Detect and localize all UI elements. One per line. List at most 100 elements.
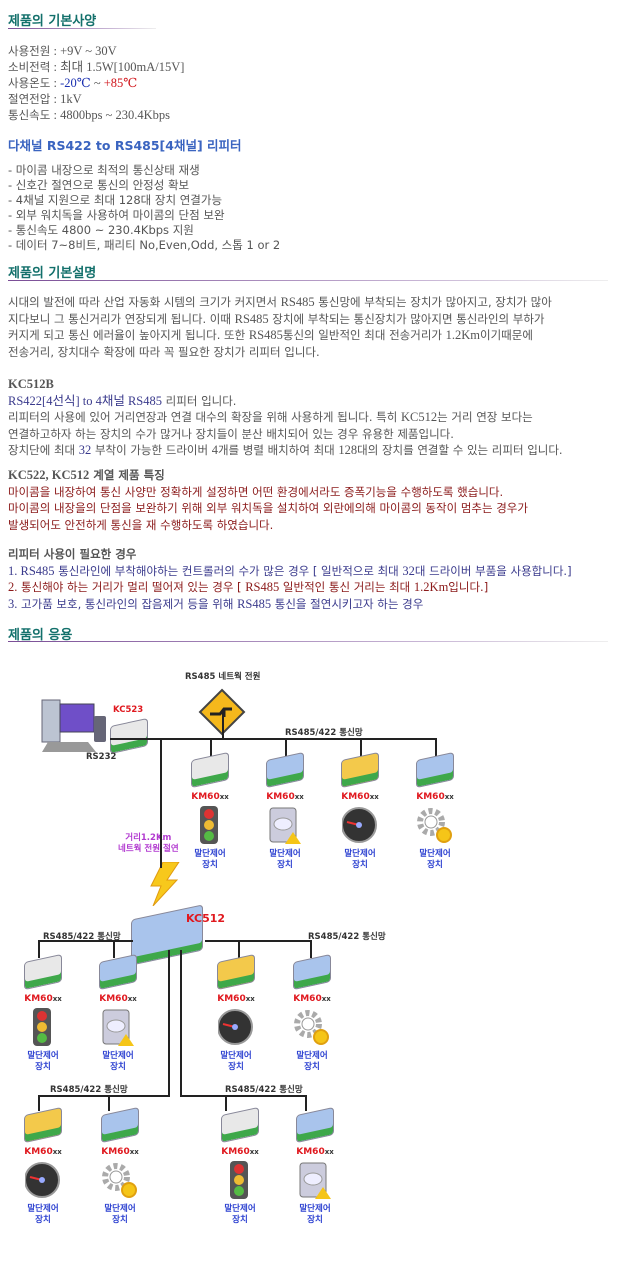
case-item: 3. 고가품 보호, 통신라인의 잡음제거 등을 위해 RS485 통신을 절연… bbox=[8, 596, 572, 613]
node-model-label: KM60xx bbox=[296, 1147, 334, 1157]
bus-line bbox=[305, 1095, 307, 1111]
product-subtitle: 다채널 RS422 to RS485[4채널] 리피터 bbox=[8, 138, 242, 153]
rs232-label: RS232 bbox=[86, 752, 117, 762]
feature-item: - 신호간 절연으로 통신의 안정성 확보 bbox=[8, 178, 190, 192]
bus-label: RS485/422 통신망 bbox=[50, 1085, 128, 1095]
text-segment: 32 bbox=[402, 563, 415, 578]
section-divider bbox=[8, 641, 608, 642]
text-line: RS422[4선식] to 4채널 RS485 리피터 입니다. bbox=[8, 393, 563, 410]
text-segment: RS485 bbox=[234, 311, 269, 326]
text-segment: 장치단에 최대 bbox=[8, 443, 79, 457]
traffic-light-icon bbox=[222, 1161, 258, 1205]
spec-row: 사용전원 : +9V ~ 30V bbox=[8, 44, 117, 58]
node-model-label: KM60xx bbox=[191, 792, 229, 802]
text-segment: 1.2Km bbox=[445, 328, 481, 342]
hard-drive-icon bbox=[100, 1008, 136, 1052]
bus-line bbox=[180, 1095, 307, 1097]
node-model-label: KM60xx bbox=[24, 994, 62, 1004]
node-device bbox=[99, 953, 137, 991]
feature-list: - 마이콤 내장으로 최적의 통신상태 재생- 신호간 절연으로 통신의 안정성… bbox=[8, 163, 280, 253]
text-segment: 리피터 입니다. bbox=[162, 393, 237, 408]
bus-line bbox=[180, 950, 182, 1095]
hard-drive-icon bbox=[297, 1161, 333, 1205]
bus-label: RS485/422 통신망 bbox=[285, 728, 363, 738]
bus-line bbox=[360, 738, 362, 756]
text-segment: RS485 bbox=[245, 580, 280, 594]
computer-icon bbox=[41, 699, 106, 752]
bus-line bbox=[108, 1095, 110, 1111]
node-model-label: KM60xx bbox=[221, 1147, 259, 1157]
node-device bbox=[217, 953, 255, 991]
text-segment: 2. bbox=[8, 580, 18, 594]
bus-line bbox=[38, 940, 40, 958]
bus-line bbox=[110, 738, 435, 740]
text-segment: 통신라인에 부착해야하는 컨트롤러의 수가 많은 경우 [ 일반적으로 최대 bbox=[54, 563, 403, 578]
text-segment: 장치에 부착되는 통신장치가 많아지면 통신라인의 부하가 bbox=[268, 311, 545, 326]
text-segment: RS422[4선식] to 4채널 RS485 bbox=[8, 393, 163, 408]
bus-line bbox=[168, 950, 170, 1095]
node-model-label: KM60xx bbox=[293, 994, 331, 1004]
bus-label: RS485/422 통신망 bbox=[43, 932, 121, 942]
text-segment: 대 드라이버 부품을 사용합니다.] bbox=[414, 563, 572, 578]
bus-line bbox=[222, 712, 224, 738]
text-segment: 시대의 발전에 따라 산업 자동화 시템의 크기가 커지면서 bbox=[8, 295, 281, 309]
text-line: 장치단에 최대 32 부착이 가능한 드라이버 4개를 병렬 배치하여 최대 1… bbox=[8, 442, 563, 459]
series-block: KC522, KC512 계열 제품 특징 마이콤을 내장하여 통신 사양만 정… bbox=[8, 467, 528, 533]
text-segment: 는 거리 연장 보다는 bbox=[437, 410, 533, 424]
kc512b-block: KC512B RS422[4선식] to 4채널 RS485 리피터 입니다.리… bbox=[8, 376, 563, 459]
gear-icon bbox=[102, 1161, 138, 1205]
kc512-label: KC512 bbox=[186, 912, 226, 925]
text-segment: 통신의 일반적인 최대 전송거리가 bbox=[282, 328, 446, 342]
text-segment: 32 bbox=[78, 443, 92, 457]
node-model-label: KM60xx bbox=[341, 792, 379, 802]
gauge-icon bbox=[24, 1161, 61, 1205]
section-title-application: 제품의 응용 bbox=[8, 628, 73, 643]
text-segment: 3. bbox=[8, 596, 18, 611]
cases-block: 리피터 사용이 필요한 경우 1. RS485 통신라인에 부착해야하는 컨트롤… bbox=[8, 546, 572, 612]
text-segment: 전송거리, 장치대수 확장에 따라 꼭 필요한 장치가 리피터 입니다. bbox=[8, 344, 320, 359]
text-segment: 지다보니 그 통신거리가 연장되게 됩니다. 이때 bbox=[8, 311, 235, 326]
text-segment: 고가품 보호, 통신라인의 잡음제거 등을 위해 bbox=[17, 596, 238, 611]
node-device bbox=[24, 1106, 62, 1144]
text-segment: 커지게 되고 통신 에러율이 높아지게 됩니다. 또한 bbox=[8, 328, 249, 342]
bus-label: RS485/422 통신망 bbox=[308, 932, 386, 942]
case-item: 2. 통신해야 하는 거리가 멀리 떨어져 있는 경우 [ RS485 일반적인… bbox=[8, 579, 572, 596]
node-device bbox=[293, 953, 331, 991]
bus-line bbox=[238, 940, 240, 958]
bus-line bbox=[113, 940, 115, 958]
series-line: 마이콤의 내장을의 단점을 보완하기 위해 외부 워치독을 설치하여 외란에의해… bbox=[8, 501, 528, 515]
node-device bbox=[296, 1106, 334, 1144]
bus-line bbox=[160, 738, 162, 868]
case-item: 1. RS485 통신라인에 부착해야하는 컨트롤러의 수가 많은 경우 [ 일… bbox=[8, 563, 572, 580]
feature-item: - 4채널 지원으로 최대 128대 장치 연결가능 bbox=[8, 193, 223, 207]
gear-icon bbox=[417, 806, 453, 850]
text-segment: 입니다.] bbox=[448, 580, 489, 594]
text-segment: RS485 bbox=[280, 295, 315, 309]
bus-line bbox=[38, 940, 133, 942]
section-title-spec: 제품의 기본사양 bbox=[8, 14, 97, 29]
bus-line bbox=[38, 1095, 40, 1111]
kc523-device bbox=[110, 717, 148, 755]
text-segment: 개를 병렬 배치하여 최대 bbox=[217, 443, 339, 457]
node-device bbox=[24, 953, 62, 991]
bus-line bbox=[285, 738, 287, 756]
node-model-label: KM60xx bbox=[101, 1147, 139, 1157]
text-segment: 부착이 가능한 드라이버 bbox=[91, 443, 212, 457]
feature-item: - 데이터 7~8비트, 패리티 No,Even,Odd, 스톱 1 or 2 bbox=[8, 238, 281, 252]
text-segment: 128 bbox=[338, 443, 358, 457]
bus-line bbox=[205, 940, 312, 942]
text-segment: 1.2Km bbox=[413, 580, 449, 594]
gauge-icon bbox=[217, 1008, 254, 1052]
cases-title: 리피터 사용이 필요한 경우 bbox=[8, 547, 137, 561]
kc512b-title: KC512B bbox=[8, 377, 54, 391]
